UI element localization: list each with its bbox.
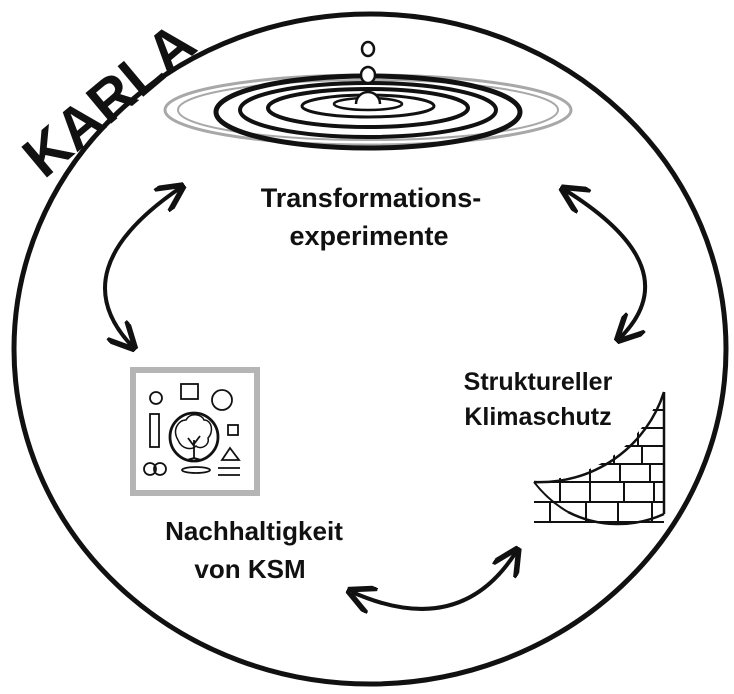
arrow-top-right bbox=[565, 190, 647, 338]
outer-circle bbox=[11, 11, 729, 687]
label-right-line2: Klimaschutz bbox=[464, 403, 611, 431]
label-left-line1: Nachhaltigkeit bbox=[165, 516, 343, 546]
tree-shapes-icon bbox=[130, 367, 260, 496]
label-top-line1: Transformations- bbox=[261, 183, 482, 213]
water-ripple-icon bbox=[163, 40, 573, 151]
arrow-top-left bbox=[103, 188, 180, 346]
label-top-line2: experimente bbox=[289, 221, 448, 251]
label-left-line2: von KSM bbox=[194, 554, 305, 584]
arrow-bottom bbox=[352, 552, 516, 609]
label-right-line1: Struktureller bbox=[464, 368, 613, 396]
brand-title: KARLA bbox=[11, 10, 208, 190]
